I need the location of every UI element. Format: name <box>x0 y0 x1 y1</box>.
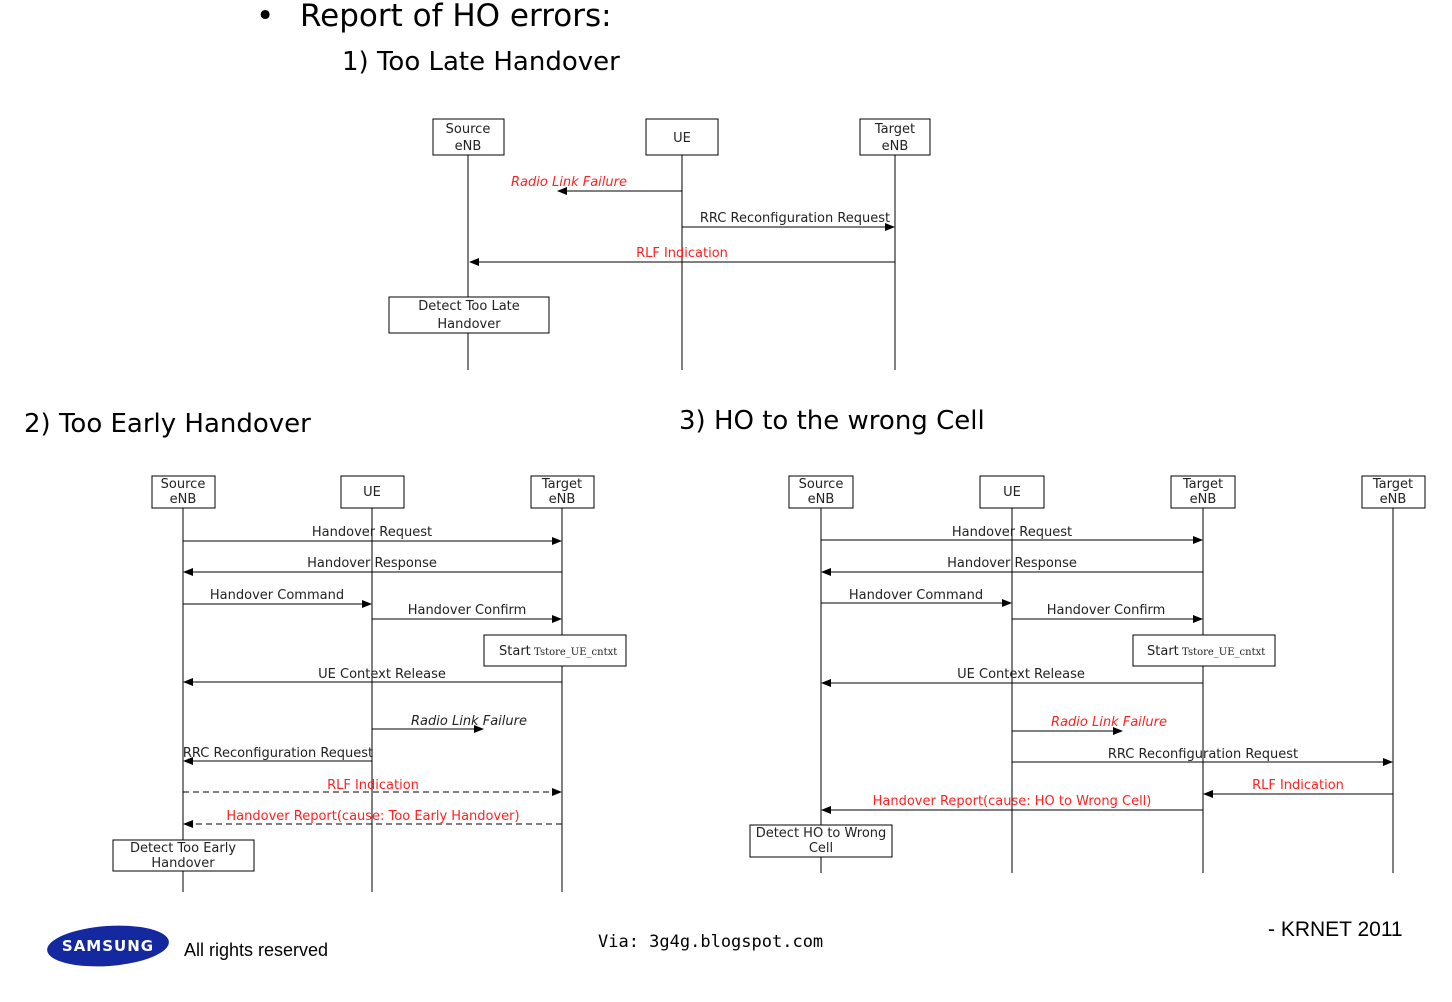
d3-ue-box: UE <box>979 475 1045 509</box>
d2-ue-context-release-label: UE Context Release <box>318 667 446 682</box>
d3-target2-label-2: eNB <box>1380 492 1407 507</box>
d3-rlf-label: Radio Link Failure <box>1051 715 1167 730</box>
d1-rrc-label: RRC Reconfiguration Request <box>700 211 890 226</box>
d3-source-label: Source <box>799 477 844 492</box>
d2-target-label-2: eNB <box>549 492 576 507</box>
d3-target-label-2: eNB <box>1190 492 1217 507</box>
title-bullet: • <box>256 0 275 34</box>
d3-target2-enb-box: Target eNB <box>1361 475 1426 509</box>
via-source-text: Via: 3g4g.blogspot.com <box>598 932 824 952</box>
d2-ho-report-label: Handover Report(cause: Too Early Handove… <box>226 809 519 824</box>
d2-target-enb-box: Target eNB <box>530 475 595 509</box>
d2-ue-box: UE <box>340 475 405 509</box>
d3-ho-request-label: Handover Request <box>952 525 1072 540</box>
d3-timer-name-label: Tstore_UE_cntxt <box>1182 647 1265 658</box>
d1-source-enb-box: Source eNB <box>432 118 505 156</box>
d2-timer-name-label: Tstore_UE_cntxt <box>534 647 617 658</box>
rights-text: All rights reserved <box>184 940 329 960</box>
d2-ho-confirm-label: Handover Confirm <box>408 603 527 618</box>
d3-source-enb-box: Source eNB <box>788 475 854 509</box>
d2-rrc-label: RRC Reconfiguration Request <box>183 746 373 761</box>
d1-detect-box: Detect Too Late Handover <box>388 296 550 334</box>
d3-rrc-label: RRC Reconfiguration Request <box>1108 747 1298 762</box>
diagram-ho-to-wrong-cell: Source eNB UE Target eNB Target eNB Hand… <box>749 475 1426 873</box>
diagram-too-early-handover: Source eNB UE Target eNB Handover Reques… <box>112 475 627 892</box>
d2-ho-command-label: Handover Command <box>210 588 344 603</box>
d1-detect-label: Detect Too Late <box>418 299 520 314</box>
d3-ho-command-label: Handover Command <box>849 588 983 603</box>
d3-ho-report-label: Handover Report(cause: HO to Wrong Cell) <box>873 794 1152 809</box>
d1-source-label-2: eNB <box>455 139 482 154</box>
d1-source-label: Source <box>446 122 491 137</box>
d1-rlf-indication-label: RLF Indication <box>636 246 728 261</box>
d2-detect-label-2: Handover <box>151 856 215 871</box>
d2-detect-label: Detect Too Early <box>130 841 236 856</box>
d1-target-enb-box: Target eNB <box>859 118 931 156</box>
d2-source-label-2: eNB <box>170 492 197 507</box>
d3-target2-label: Target <box>1372 477 1413 492</box>
d3-ho-response-label: Handover Response <box>947 556 1077 571</box>
d2-rlf-indication-label: RLF Indication <box>327 778 419 793</box>
d3-rlf-indication-label: RLF Indication <box>1252 778 1344 793</box>
d3-detect-box: Detect HO to Wrong Cell <box>749 824 893 858</box>
d3-timer-box: Start Tstore_UE_cntxt <box>1132 634 1276 667</box>
diagram-too-late-handover: Source eNB UE Target eNB Radio Link Fail… <box>388 118 931 370</box>
d2-ho-request-label: Handover Request <box>312 525 432 540</box>
heading-too-late-handover: 1) Too Late Handover <box>342 47 620 77</box>
d2-ue-label: UE <box>363 485 381 500</box>
d3-timer-start-label: Start <box>1147 644 1179 659</box>
heading-ho-to-wrong-cell: 3) HO to the wrong Cell <box>679 406 985 436</box>
d2-ho-response-label: Handover Response <box>307 556 437 571</box>
d3-ho-confirm-label: Handover Confirm <box>1047 603 1166 618</box>
d1-detect-label-2: Handover <box>437 317 501 332</box>
d1-ue-box: UE <box>645 118 719 156</box>
d2-detect-box: Detect Too Early Handover <box>112 839 255 872</box>
d2-source-enb-box: Source eNB <box>151 475 216 509</box>
d2-rlf-label: Radio Link Failure <box>411 714 527 729</box>
d2-source-label: Source <box>161 477 206 492</box>
d3-detect-label: Detect HO to Wrong <box>756 826 887 841</box>
d1-rlf-label: Radio Link Failure <box>511 175 627 190</box>
d3-target-enb-box: Target eNB <box>1170 475 1236 509</box>
d3-ue-label: UE <box>1003 485 1021 500</box>
d1-ue-label: UE <box>673 131 691 146</box>
slide-title: Report of HO errors: <box>300 0 612 34</box>
d2-target-label: Target <box>541 477 582 492</box>
d2-timer-box: Start Tstore_UE_cntxt <box>483 634 627 667</box>
heading-too-early-handover: 2) Too Early Handover <box>24 409 311 439</box>
d1-target-label: Target <box>874 122 915 137</box>
d3-source-label-2: eNB <box>808 492 835 507</box>
d3-target-label: Target <box>1182 477 1223 492</box>
credit-text: - KRNET 2011 <box>1268 918 1403 941</box>
samsung-logo: SAMSUNG <box>47 925 169 967</box>
samsung-logo-text: SAMSUNG <box>62 937 154 955</box>
d3-ue-context-release-label: UE Context Release <box>957 667 1085 682</box>
d2-timer-start-label: Start <box>499 644 531 659</box>
d3-detect-label-2: Cell <box>809 841 833 856</box>
d1-target-label-2: eNB <box>882 139 909 154</box>
